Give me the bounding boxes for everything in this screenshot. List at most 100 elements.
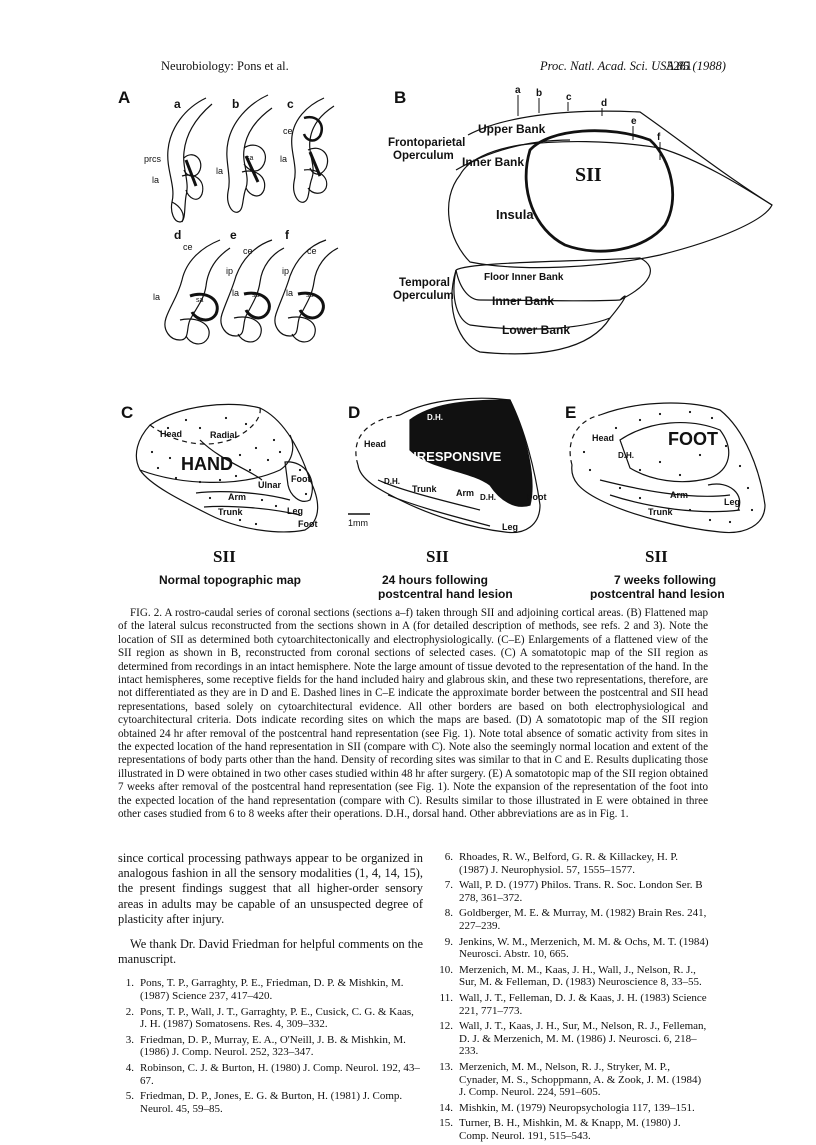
panel-b-label: B — [394, 88, 406, 107]
panel-b: B a b c d e f Upper Bank — [388, 85, 773, 355]
floor-lower-edge — [455, 269, 621, 302]
map-c-title: SII — [213, 547, 236, 566]
section-f-label: f — [285, 228, 290, 242]
map-c-foot-2: Foot — [298, 519, 318, 529]
frontoparietal-label-2: Operculum — [393, 150, 454, 162]
section-c-label: c — [287, 97, 294, 111]
section-a-label: a — [174, 97, 181, 111]
label-prcs: prcs — [144, 154, 162, 164]
cut-d: d — [601, 98, 607, 109]
map-c-foot-region — [284, 461, 313, 502]
panel-a-label: A — [118, 88, 130, 107]
map-c-dots — [150, 416, 308, 526]
map-e-dh: D.H. — [618, 451, 634, 460]
map-c-arm-trunk-borders — [195, 491, 301, 516]
left-column: since cortical processing pathways appea… — [118, 851, 423, 1118]
frontoparietal-label-1: Frontoparietal — [388, 137, 465, 149]
map-e-inner-borders — [599, 479, 741, 513]
lower-bank-label: Lower Bank — [502, 323, 570, 337]
cut-f: f — [657, 132, 661, 143]
figure-caption-text: FIG. 2. A rostro-caudal series of corona… — [118, 607, 708, 821]
map-d-trunk: Trunk — [412, 484, 437, 494]
map-d-title: SII — [426, 547, 449, 566]
reference-item: 1.Pons, T. P., Garraghty, P. E., Friedma… — [125, 977, 404, 1003]
label-ip-e: ip — [226, 266, 233, 276]
inner-bank-border — [455, 139, 571, 171]
map-e-foot: FOOT — [668, 429, 718, 449]
section-a — [167, 97, 213, 223]
map-d-caption-1: 24 hours following — [382, 573, 488, 587]
reference-item: 7.Wall, P. D. (1977) Philos. Trans. R. S… — [444, 879, 703, 904]
map-e-caption-1: 7 weeks following — [614, 573, 716, 587]
insula-label: Insula — [496, 207, 534, 222]
label-la-f: la — [286, 288, 293, 298]
map-e-foot-region — [619, 422, 730, 483]
map-d-scale: 1mm — [348, 518, 368, 528]
temporal-label-2: Operculum — [393, 290, 454, 302]
floor-inner-bank-label: Floor Inner Bank — [484, 272, 564, 283]
map-c-head: Head — [160, 429, 182, 439]
label-ce-f: ce — [307, 246, 317, 256]
map-e-title: SII — [645, 547, 668, 566]
cut-b: b — [536, 88, 542, 99]
cut-marks — [517, 95, 661, 160]
sii-outline — [524, 129, 674, 253]
label-la-c: la — [280, 154, 287, 164]
map-d-leg: Leg — [502, 522, 518, 532]
map-d-head: Head — [364, 439, 386, 449]
section-c — [291, 97, 335, 203]
section-e — [220, 239, 285, 343]
figure-2: A a b c d e f — [118, 85, 773, 600]
cut-a: a — [515, 85, 521, 96]
reference-item: 10.Merzenich, M. M., Kaas, J. H., Wall, … — [439, 963, 702, 989]
label-ce-c: ce — [283, 126, 293, 136]
map-c-arm: Arm — [228, 492, 246, 502]
map-d-inner-borders — [377, 479, 491, 527]
map-c-outline — [135, 403, 319, 533]
label-ip-f: ip — [282, 266, 289, 276]
body-paragraph: since cortical processing pathways appea… — [118, 851, 423, 926]
map-c-hand: HAND — [181, 454, 233, 474]
inner-bank-lower-label: Inner Bank — [492, 294, 554, 308]
map-d-dh-3: D.H. — [480, 493, 496, 502]
map-e-dots — [582, 410, 754, 524]
frontoparietal-border — [467, 110, 773, 206]
running-head-authors: Neurobiology: Pons et al. — [161, 59, 289, 73]
temporal-label-1: Temporal — [399, 277, 450, 289]
reference-item: 13.Merzenich, M. M., Nelson, R. J., Stry… — [439, 1060, 702, 1099]
panel-c-label: C — [121, 403, 133, 422]
references-right: 6.Rhoades, R. W., Belford, G. R. & Killa… — [437, 851, 709, 1145]
acknowledgment: We thank Dr. David Friedman for helpful … — [118, 937, 423, 967]
upper-bank-label: Upper Bank — [478, 122, 546, 136]
panel-e-label: E — [565, 403, 576, 422]
map-d-unresponsive — [409, 399, 533, 507]
map-d-head-border — [355, 414, 401, 466]
section-d — [164, 239, 231, 345]
map-c-foot-1: Foot — [291, 474, 311, 484]
label-sa-f: sa — [306, 292, 314, 299]
panel-d: D Head D.H. UNRESPONSIVE D.H. Trunk Arm … — [348, 397, 547, 600]
map-e-head-border — [569, 414, 601, 466]
label-la-e: la — [232, 288, 239, 298]
panel-d-label: D — [348, 403, 360, 422]
section-b — [226, 94, 273, 213]
label-sa-e: sa — [252, 292, 260, 299]
panel-a: A a b c d e f — [118, 88, 339, 345]
map-d-caption-2: postcentral hand lesion — [378, 587, 513, 600]
reference-item: 14.Mishkin, M. (1979) Neuropsychologia 1… — [439, 1101, 695, 1114]
references-left: 1.Pons, T. P., Garraghty, P. E., Friedma… — [118, 977, 423, 1115]
section-d-label: d — [174, 228, 181, 242]
label-la-a: la — [152, 175, 159, 185]
map-d-unresponsive-label: UNRESPONSIVE — [398, 449, 502, 464]
map-d-dh-2: D.H. — [384, 477, 400, 486]
panel-c: C Head Radial HAND Ulnar Foot Arm Leg Tr… — [121, 403, 319, 587]
page-number: 5281 — [667, 59, 692, 73]
floor-inner-bank-border — [455, 257, 651, 301]
cut-e: e — [631, 116, 637, 127]
reference-item: 8.Goldberger, M. E. & Murray, M. (1982) … — [444, 907, 707, 932]
reference-item: 9.Jenkins, W. M., Merzenich, M. M. & Och… — [444, 935, 709, 961]
reference-item: 11.Wall, J. T., Felleman, D. J. & Kaas, … — [439, 991, 707, 1017]
lower-bank-border — [451, 269, 626, 355]
map-c-caption: Normal topographic map — [159, 573, 301, 587]
map-c-radial: Radial — [210, 430, 237, 440]
